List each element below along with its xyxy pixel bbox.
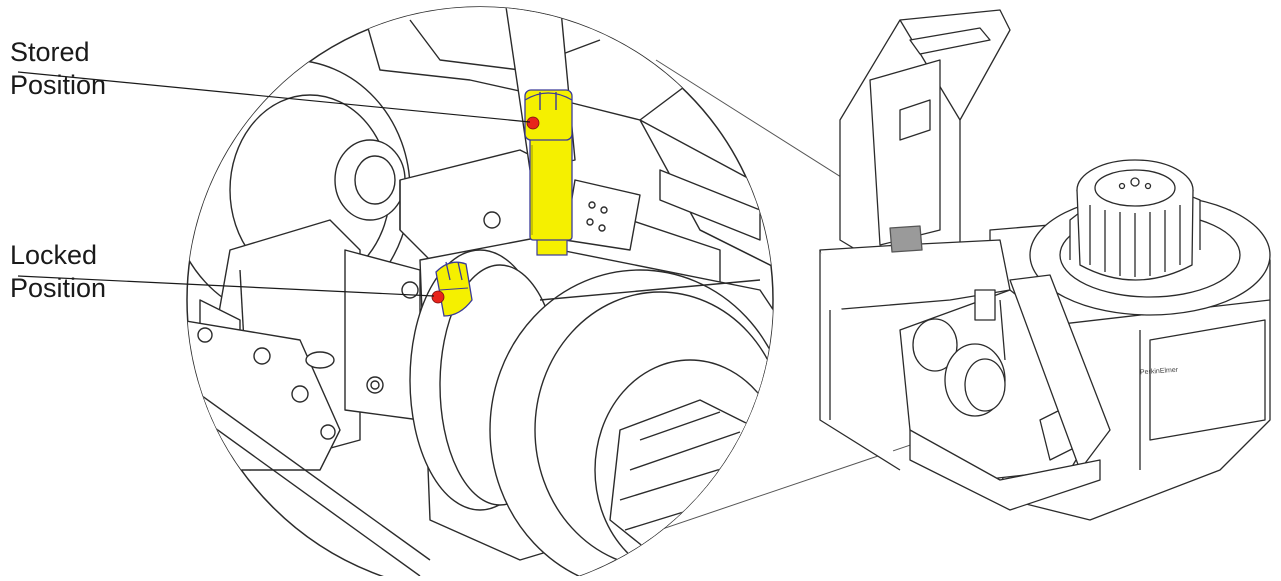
stored-position-label: Stored Position: [10, 36, 106, 102]
stored-position-label-line2: Position: [10, 70, 107, 100]
locked-position-leader-line: [17, 275, 435, 297]
stored-position-marker-dot: [526, 116, 540, 130]
magnified-detail-view: [186, 6, 774, 581]
stored-position-label-line1: Stored: [10, 37, 90, 67]
locked-position-label-line1: Locked: [10, 240, 98, 270]
locked-position-label: Locked Position: [10, 239, 106, 305]
locked-position-marker-dot: [431, 290, 445, 304]
stored-position-leader-line: [17, 71, 531, 123]
instrument-overview-drawing: [819, 9, 1271, 521]
locked-position-label-line2: Position: [10, 273, 107, 303]
stored-position-pin: [524, 89, 573, 256]
locked-position-pin: [435, 261, 473, 317]
